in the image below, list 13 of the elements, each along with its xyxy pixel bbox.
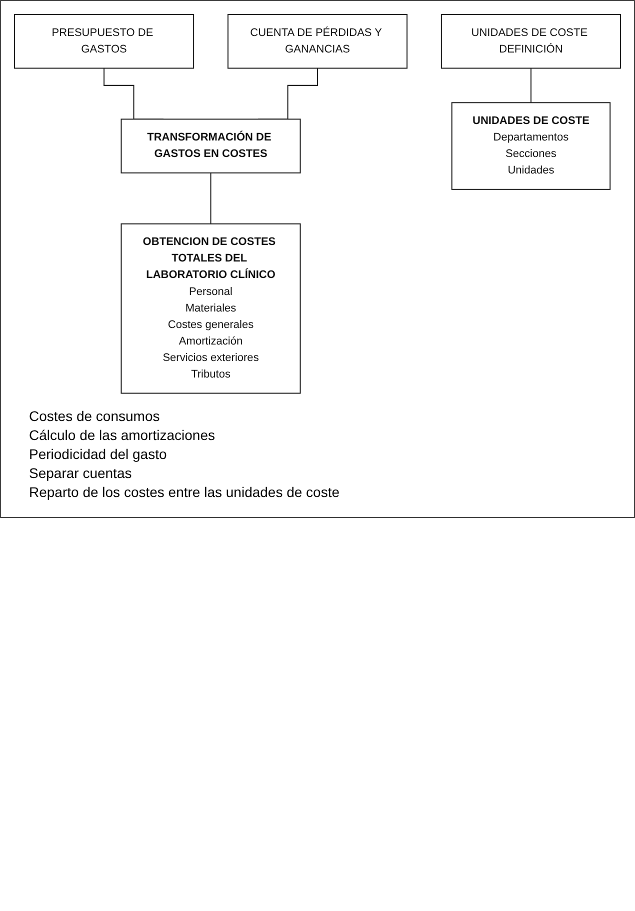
note-text: Periodicidad del gasto (29, 446, 168, 462)
note-text: Reparto de los costes entre las unidades de coste (29, 484, 341, 500)
node-box: TRANSFORMACIÓN DE GASTOS EN COSTES (120, 118, 301, 174)
note-text: Costes de consumos (29, 408, 161, 424)
node-box: UNIDADES DE COSTE Departamentos Secciones Unidades (451, 102, 611, 190)
connector (210, 172, 212, 224)
note-text: Separar cuentas (29, 464, 133, 481)
connector (530, 68, 532, 104)
note-text: Cálculo de las amortizaciones (29, 426, 216, 443)
node-box: CUENTA DE PÉRDIDAS Y GANANCIAS (227, 14, 408, 69)
node-box: UNIDADES DE COSTE DEFINICIÓN (440, 14, 621, 69)
node-box: PRESUPUESTO DE GASTOS (14, 14, 194, 69)
node-box: OBTENCION DE COSTES TOTALES DEL LABORATORIO CLÍNICO Personal Materiales Costes generales Amortización Servicios exteriores Tributos (120, 223, 301, 394)
